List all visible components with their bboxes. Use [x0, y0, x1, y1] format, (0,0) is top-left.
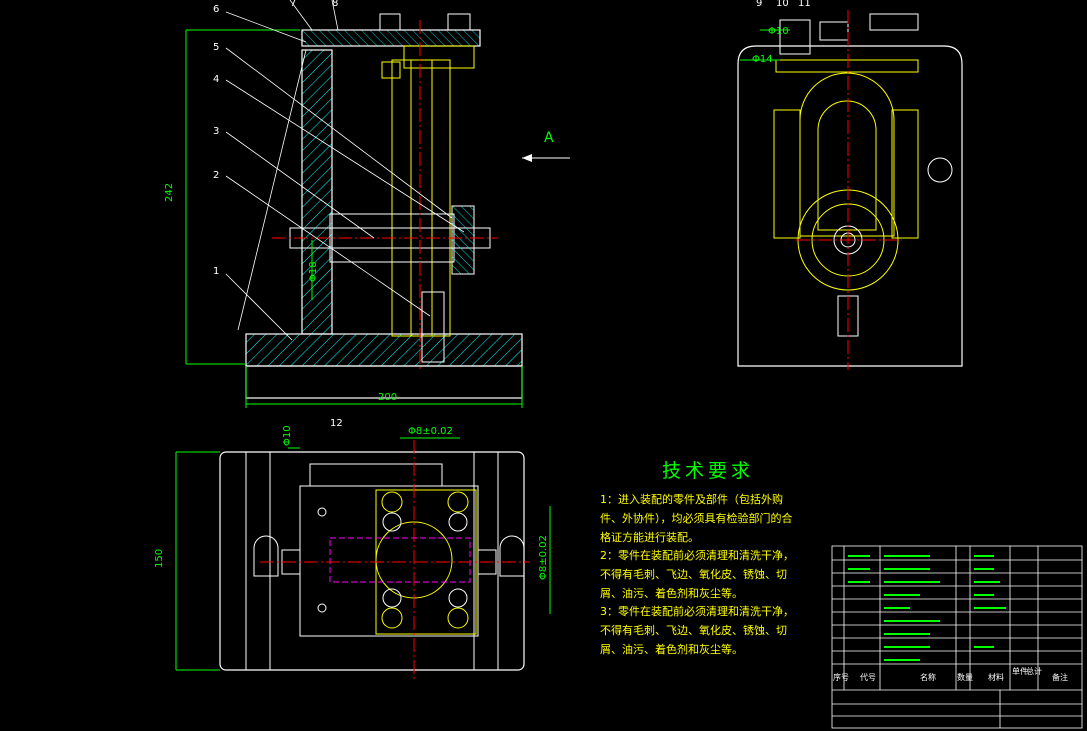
part-numbers: 1 2 3 4 5 6 7 8 9 10 11 12: [213, 0, 811, 429]
tb-header-name: 名称: [920, 672, 936, 682]
top-view: [175, 437, 551, 680]
dim-fit-left: Φ10: [282, 425, 293, 446]
tech-requirement-2: 2：零件在装配前必须清理和清洗干净，不得有毛刺、飞边、氧化皮、锈蚀、切屑、油污、…: [600, 549, 794, 600]
tech-requirement-1: 1：进入装配的零件及部件（包括外购件、外协件），均必须具有检验部门的合格证方能进…: [600, 493, 793, 544]
tech-requirement-3: 3：零件在装配前必须清理和清洗干净，不得有毛刺、飞边、氧化皮、锈蚀、切屑、油污、…: [600, 605, 794, 656]
part-label-6: 6: [213, 4, 219, 15]
tb-header-qty: 数量: [957, 672, 973, 682]
tb-header-unit: 单件: [1012, 666, 1028, 676]
part-label-1: 1: [213, 266, 219, 277]
tb-header-no: 序号: [833, 672, 849, 682]
part-label-10: 10: [776, 0, 789, 9]
part-label-11: 11: [798, 0, 811, 9]
dim-fit-small: Φ18: [308, 261, 319, 282]
dim-front-height: 242: [164, 183, 175, 202]
dim-bore2: Φ14: [752, 54, 773, 65]
tech-requirements-title: 技术要求: [662, 460, 755, 482]
tb-header-total: 总计: [1026, 666, 1042, 676]
part-label-3: 3: [213, 126, 219, 137]
part-label-5: 5: [213, 42, 219, 53]
dim-bore: Φ10: [768, 26, 789, 37]
dim-fit-top: Φ8±0.02: [408, 426, 453, 437]
part-label-4: 4: [213, 74, 219, 85]
tb-header-material: 材料: [988, 672, 1004, 682]
part-label-2: 2: [213, 170, 219, 181]
title-block: [831, 545, 1083, 729]
title-block-headers: 序号 代号 名称 数量 材料 单件 总计 备注: [833, 666, 1068, 682]
side-view: [737, 10, 963, 370]
part-label-8: 8: [332, 0, 338, 9]
part-label-9: 9: [756, 0, 762, 9]
dim-fit-side: Φ8±0.02: [538, 535, 549, 580]
front-view: [185, 0, 570, 408]
tb-header-code: 代号: [860, 672, 876, 682]
part-label-7: 7: [290, 0, 296, 9]
dim-front-width: 200: [378, 392, 397, 403]
dimension-texts: 242 200 150 Φ10 Φ14 Φ8±0.02 Φ8±0.02 Φ10 …: [154, 26, 789, 580]
view-label-a: A: [544, 130, 554, 146]
dim-top-height: 150: [154, 549, 165, 568]
tb-header-remark: 备注: [1052, 672, 1068, 682]
part-label-12: 12: [330, 418, 343, 429]
